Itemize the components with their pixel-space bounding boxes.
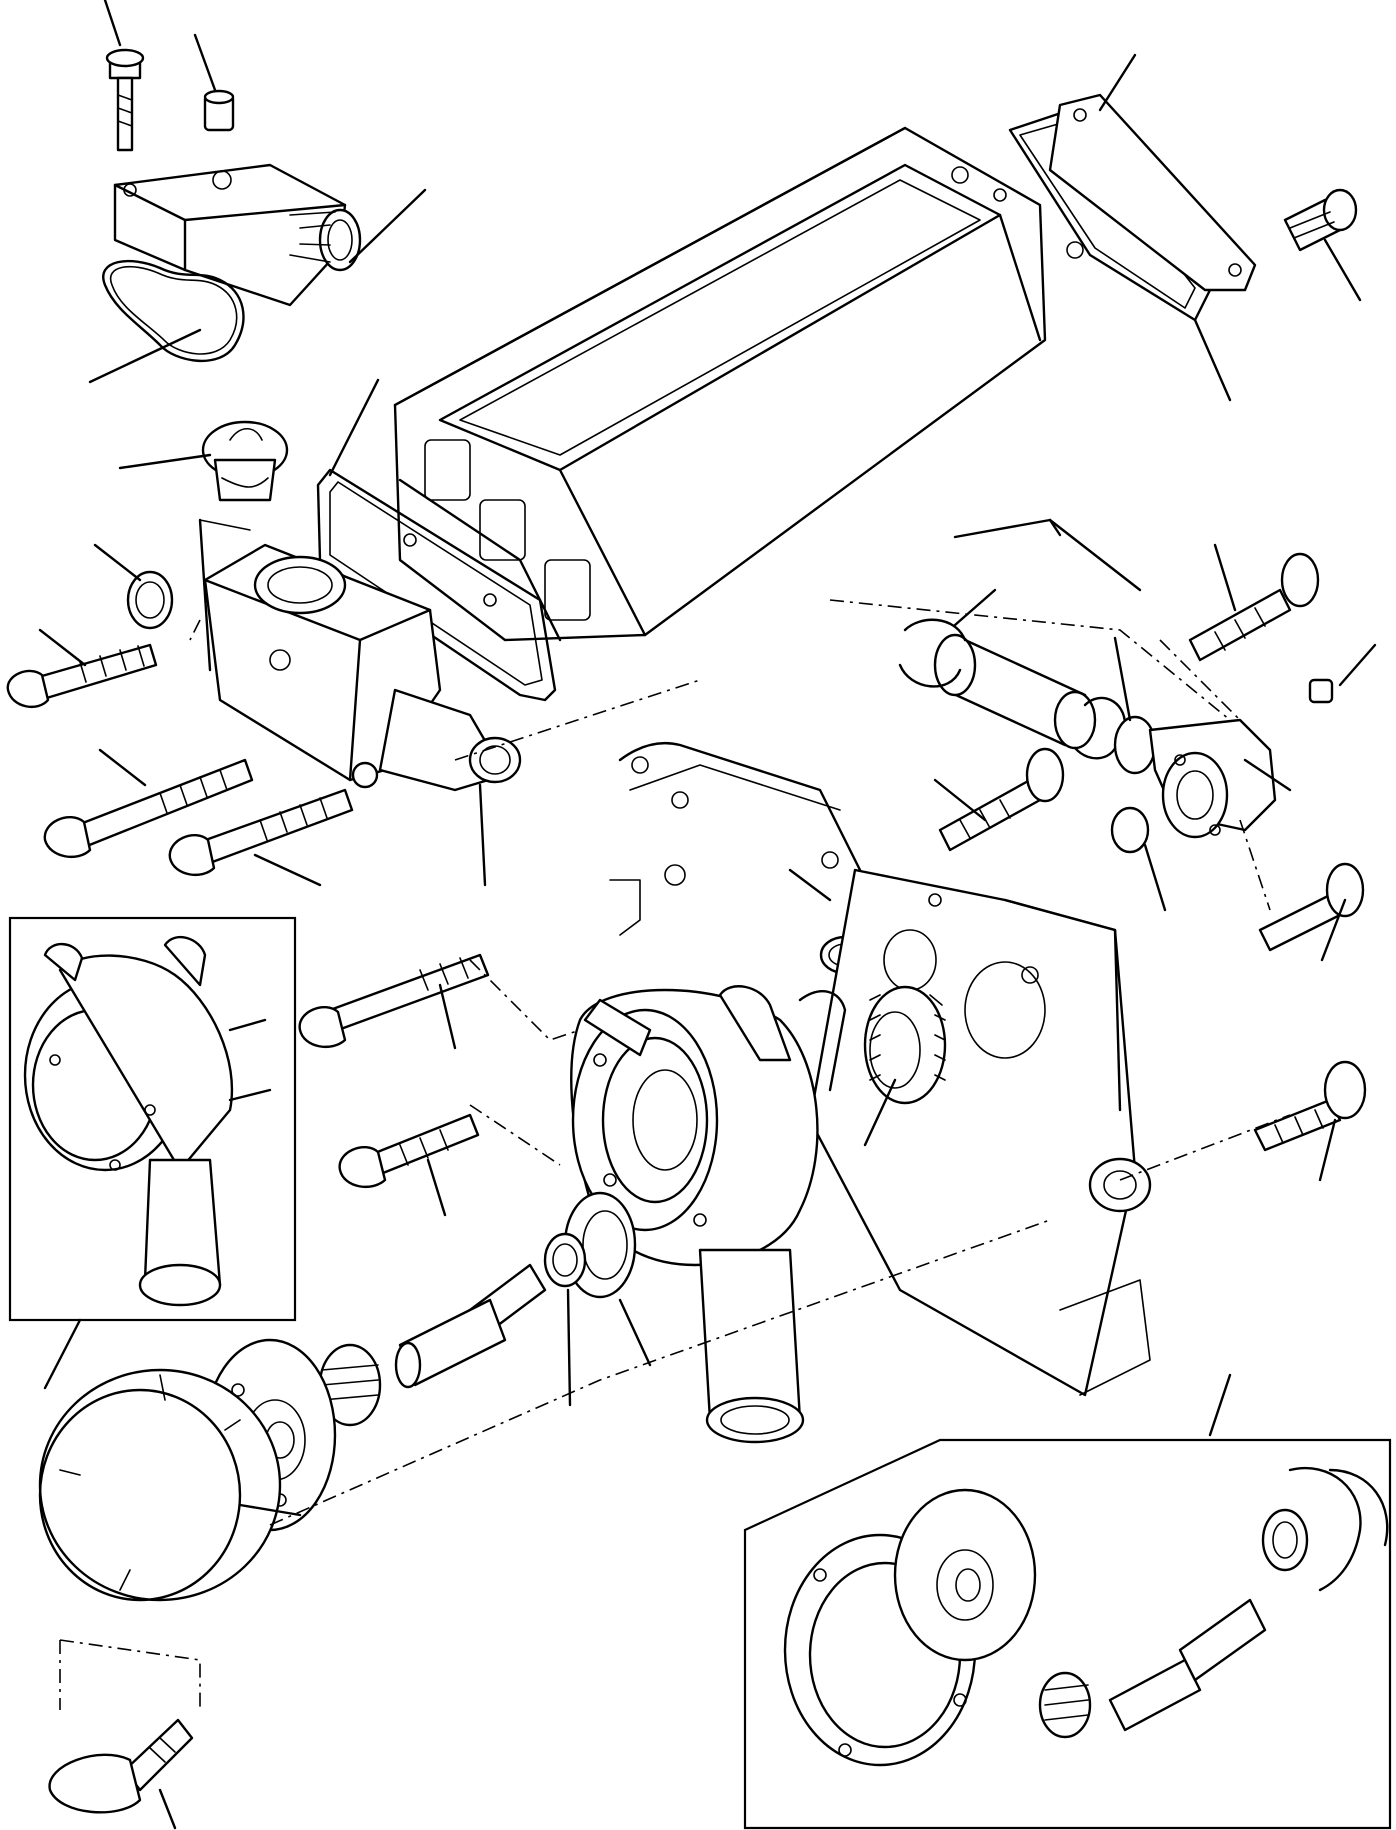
housing-bolts	[6, 643, 354, 877]
cooler-cover	[1048, 93, 1257, 292]
thermostat	[201, 420, 289, 502]
pump-gear	[863, 985, 947, 1105]
housing-bolts	[48, 953, 490, 1814]
housing-bolts	[938, 552, 1367, 1152]
alignment-lines	[59, 599, 1291, 1710]
impeller	[318, 1343, 382, 1427]
cover-bolt	[105, 48, 145, 152]
plug	[126, 570, 174, 630]
cover-gasket-ring	[102, 259, 245, 362]
pump-inset-view	[8, 916, 297, 1322]
water-pump-body	[570, 985, 847, 1444]
leader-lines	[38, 0, 1377, 1830]
repair-kit-inset	[743, 1438, 1392, 1830]
plug	[203, 89, 235, 132]
cooler-bolt	[1283, 188, 1358, 252]
pump-seal	[543, 1191, 637, 1299]
elbow-fitting	[1113, 678, 1334, 839]
hose-with-clamps	[898, 618, 1127, 760]
thermostat-housing-cover	[113, 163, 362, 307]
thermostat-housing	[198, 518, 522, 792]
pump-rear-cover	[38, 1368, 282, 1602]
oil-cooler-body	[393, 126, 1084, 642]
pump-shaft	[394, 1263, 547, 1389]
